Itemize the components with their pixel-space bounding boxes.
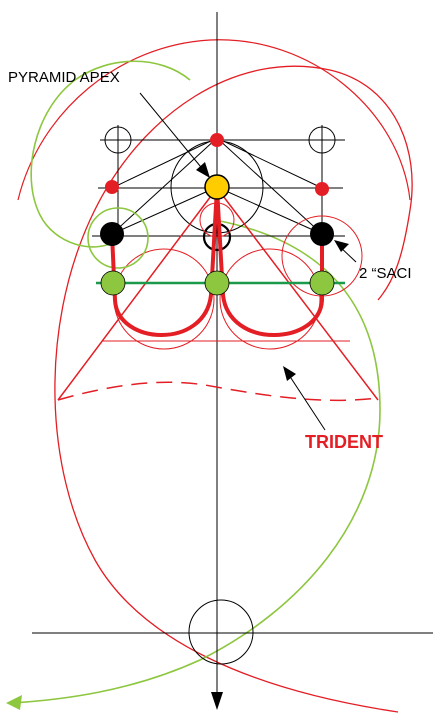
construct-line-6 — [216, 137, 323, 235]
green-arrowhead — [6, 695, 22, 710]
green-node-right — [309, 270, 335, 296]
circle-axis-mid — [202, 222, 232, 252]
green-spiral-left — [30, 60, 191, 248]
red-dot-left — [105, 180, 119, 194]
circle-top-left — [104, 126, 132, 154]
red-dot-right — [315, 182, 329, 196]
trident-pointer-line — [286, 371, 326, 431]
pyramid-triangle — [57, 187, 379, 401]
green-node-center — [204, 270, 230, 296]
green-node-left — [100, 270, 126, 296]
axis-arrowhead — [211, 692, 223, 710]
green-circle-left — [87, 207, 149, 269]
label-sacred: 2 “SACI — [359, 265, 412, 282]
sacred-pointer-arrowhead — [334, 240, 349, 252]
red-outer-arc — [17, 39, 411, 201]
label-pyramid-apex: PYRAMID APEX — [8, 69, 120, 86]
construct-line-5 — [111, 137, 218, 235]
large-red-spiral-arc — [54, 65, 413, 713]
black-node-right — [310, 222, 334, 246]
red-dot-top — [210, 133, 224, 147]
black-node-left — [100, 222, 124, 246]
apex-node — [204, 174, 230, 200]
pyramid-dashed-base — [57, 381, 379, 402]
circle-top-right — [308, 126, 336, 154]
apex-pointer-line — [139, 92, 206, 173]
label-trident: TRIDENT — [305, 432, 383, 452]
construct-line-2 — [216, 137, 323, 189]
construct-line-4 — [216, 186, 323, 235]
trident-pointer-arrowhead — [283, 366, 296, 381]
apex-pointer-arrowhead — [196, 162, 210, 178]
bottom-circle — [188, 599, 254, 665]
construct-line-3 — [111, 186, 218, 235]
construct-line-1 — [111, 137, 218, 189]
